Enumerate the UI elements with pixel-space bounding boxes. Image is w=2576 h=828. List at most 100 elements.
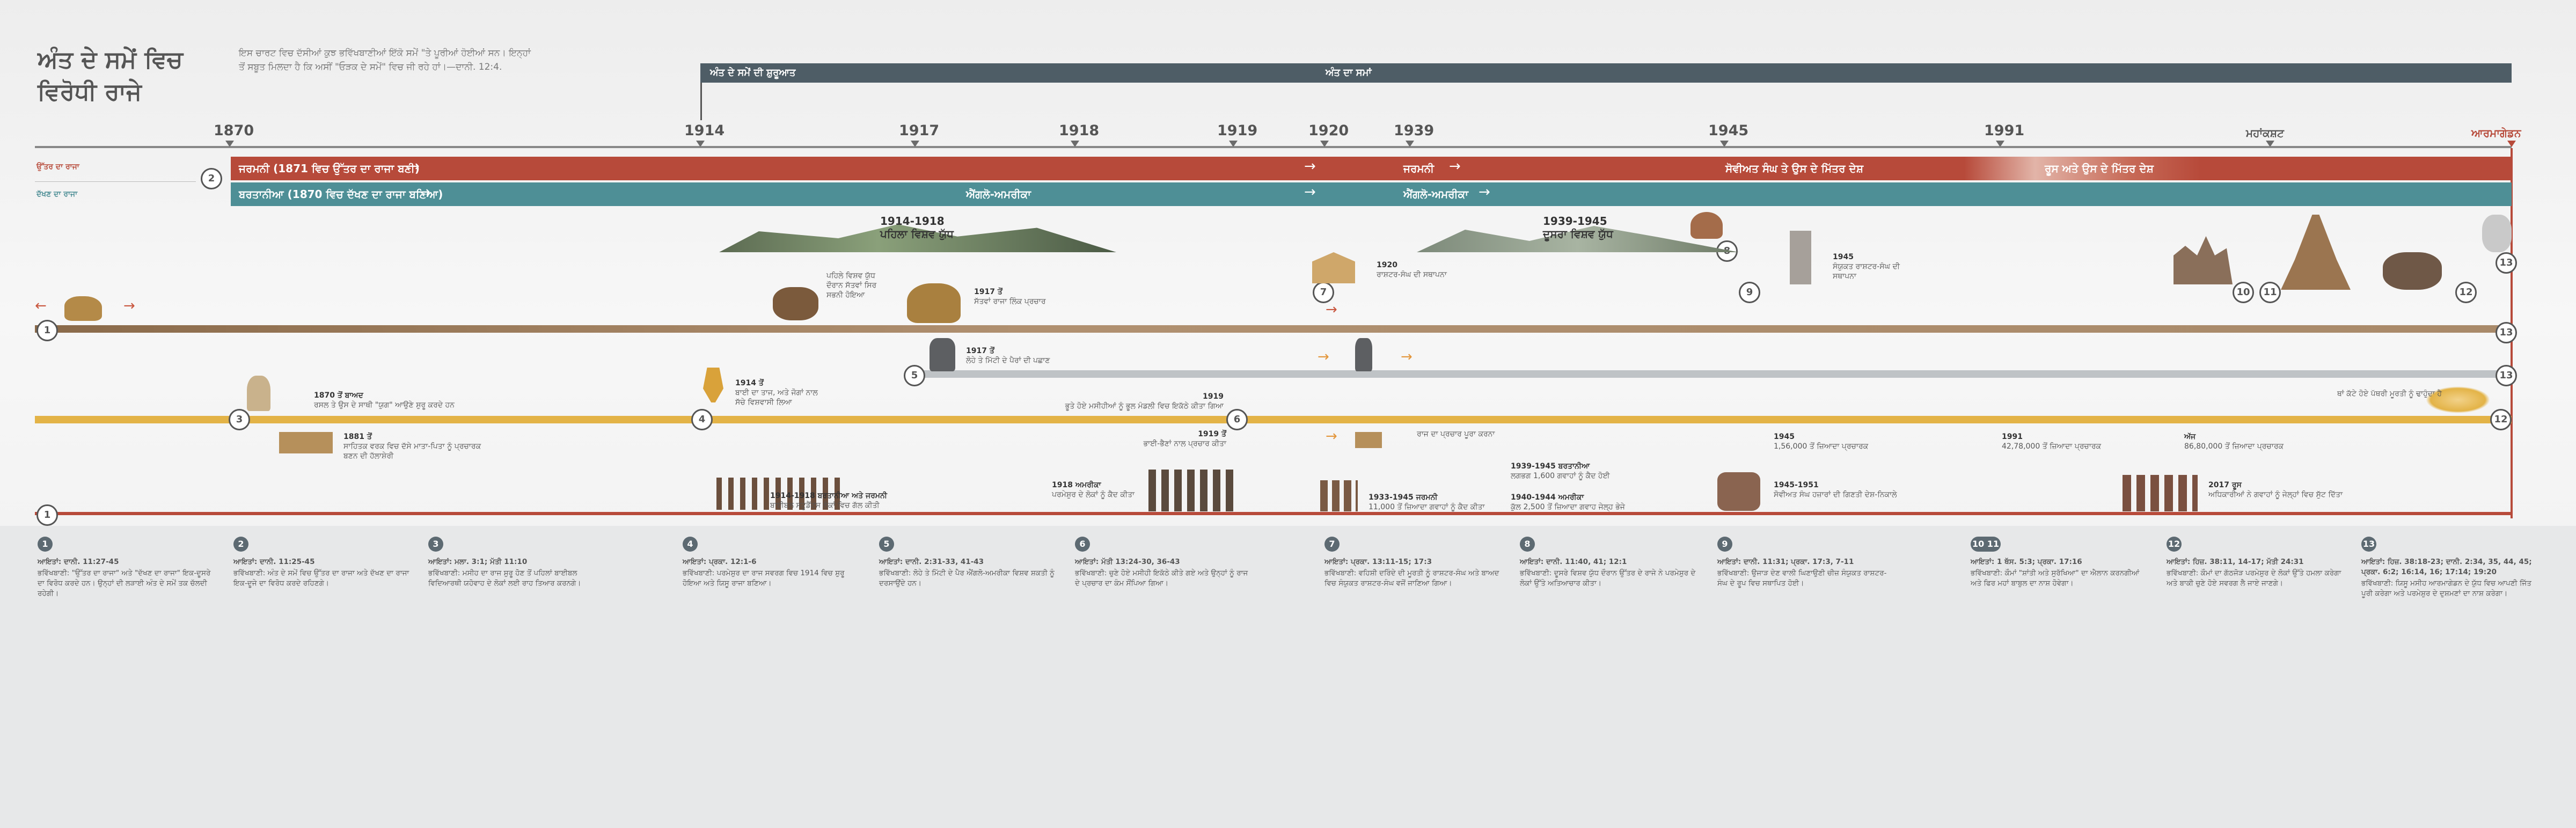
soldier-icon: [1320, 480, 1358, 511]
lane-beasts: [35, 325, 2512, 333]
event-1917-text: ਸੱਤਵਾਂ ਰਾਜਾ ਲਿੰਕ ਪ੍ਰਚਾਰ: [974, 297, 1046, 306]
event-1919b-text: ਭਾਈ-ਭੈਣਾਂ ਨਾਲ ਪ੍ਰਚਾਰ ਕੀਤਾ: [1143, 439, 1226, 448]
north-soviet-label: ਸੋਵੀਅਤ ਸੰਘ ਤੇ ਉਸ ਦੇ ਮਿੱਤਰ ਦੇਸ਼: [1725, 162, 1864, 175]
horseman-icon: [2383, 252, 2442, 290]
marker-13b[interactable]: 13: [2496, 322, 2517, 343]
event-1933: 1933-1945 ਜਰਮਨੀ11,000 ਤੋਂ ਜ਼ਿਆਦਾ ਗਵਾਹਾਂ …: [1368, 493, 1503, 512]
marker-1[interactable]: 1: [36, 320, 58, 341]
column-number: 4: [683, 537, 698, 552]
column-number: 7: [1324, 537, 1340, 552]
marker-2[interactable]: 2: [201, 168, 222, 189]
marker-13[interactable]: 13: [2496, 252, 2517, 274]
column-fulfilled: ਭਵਿੱਖਬਾਣੀ: ਚੁਣੇ ਹੋਏ ਮਸੀਹੀ ਇਕੱਠੇ ਕੀਤੇ ਗਏ …: [1075, 569, 1248, 588]
lion-icon: [907, 283, 961, 323]
lane-feet: [912, 370, 2512, 378]
column-number: 8: [1520, 537, 1535, 552]
year-tick: [2507, 141, 2516, 147]
marker-7[interactable]: 7: [1313, 282, 1334, 303]
column-prophecy: ਆਇਤਾਂ: ਦਾਨੀ. 11:27-45: [38, 558, 119, 566]
marker-5[interactable]: 5: [904, 365, 925, 386]
marker-11[interactable]: 11: [2259, 282, 2281, 303]
north-arrow-2: →: [1304, 158, 1316, 174]
event-1870-text: ਰਸਲ ਤੇ ਉਸ ਦੇ ਸਾਥੀ "ਯੁਗ" ਆਉਣੇ ਸ਼ੁਰੂ ਕਰਦੇ …: [314, 401, 455, 409]
north-germany-label: ਜਰਮਨੀ (1871 ਵਿਚ ਉੱਤਰ ਦਾ ਰਾਜਾ ਬਣੀ): [239, 162, 420, 175]
event-now-text: 86,80,000 ਤੋਂ ਜ਼ਿਆਦਾ ਪ੍ਰਚਾਰਕ: [2184, 442, 2284, 451]
event-1919b-year: 1919 ਤੋਂ: [1198, 430, 1226, 438]
lane-arrow-right: →: [123, 298, 135, 314]
south-britain-label: ਬਰਤਾਨੀਆ (1870 ਵਿਚ ਦੱਖਣ ਦਾ ਰਾਜਾ ਬਣਿਆ): [239, 188, 443, 201]
year-label: 1939: [1394, 122, 1435, 139]
event-1945-p-text: 1,56,000 ਤੋਂ ਜ਼ਿਆਦਾ ਪ੍ਰਚਾਰਕ: [1774, 442, 1869, 451]
event-1918-text: ਪਰਮੇਸ਼ੁਰ ਦੇ ਲੋਕਾਂ ਨੂੰ ਕੈਦ ਕੀਤਾ: [1052, 490, 1135, 499]
column-fulfilled: ਭਵਿੱਖਬਾਣੀ: "ਉੱਤਰ ਦਾ ਰਾਜਾ" ਅਤੇ "ਦੱਖਣ ਦਾ ਰ…: [38, 569, 211, 598]
north-russia-label: ਰੂਸ ਅਤੇ ਉਸ ਦੇ ਮਿੱਤਰ ਦੇਸ਼: [2045, 162, 2154, 175]
column-number: 3: [428, 537, 443, 552]
end-begins-marker: [700, 83, 702, 120]
end-time-bar: ਅੰਤ ਦਾ ਸਮਾਂ: [1326, 63, 2512, 83]
column-fulfilled: ਭਵਿੱਖਬਾਣੀ: ਯਿਸੂ ਮਸੀਹ ਆਰਮਾਗੇਡਨ ਦੇ ਯੁੱਧ ਵਿ…: [2361, 579, 2531, 598]
event-1945-p-year: 1945: [1774, 433, 1795, 441]
marker-13c[interactable]: 13: [2496, 365, 2517, 386]
intro-line-2: ਤੋਂ ਸਬੂਤ ਮਿਲਦਾ ਹੈ ਕਿ ਅਸੀਂ "ਓੜਕ ਦੇ ਸਮੇਂ" …: [239, 62, 502, 72]
event-1933-year: 1933-1945 ਜਰਮਨੀ: [1368, 493, 1438, 502]
event-preach: ਰਾਜ ਦਾ ਪ੍ਰਚਾਰ ਪੂਰਾ ਕਰਨਾ: [1417, 429, 1513, 439]
year-label: 1920: [1308, 122, 1349, 139]
event-preach-text: ਰਾਜ ਦਾ ਪ੍ਰਚਾਰ ਪੂਰਾ ਕਰਨਾ: [1417, 430, 1495, 438]
year-tick: [1406, 141, 1414, 147]
event-1945-un-text: ਸੰਯੁਕਤ ਰਾਸ਼ਟਰ-ਸੰਘ ਦੀ ਸਥਾਪਨਾ: [1833, 262, 1900, 281]
marker-4[interactable]: 4: [691, 409, 713, 430]
event-1940-text: ਕੁੱਲ 2,500 ਤੋਂ ਜ਼ਿਆਦਾ ਗਵਾਹ ਜੇਲ੍ਹ ਭੇਜੇ: [1511, 503, 1625, 511]
event-1919-year: 1919: [1203, 392, 1224, 401]
event-1914: 1914 ਤੋਂਬਾਈ ਦਾ ਤਾਜ, ਅਤੇ ਜੋਗਾਂ ਨਾਲ ਸੱਚੇ ਵ…: [735, 378, 821, 407]
lane-arrow-left: ←: [35, 298, 47, 314]
event-bear-text: ਪਹਿਲੇ ਵਿਸ਼ਵ ਯੁੱਧ ਦੌਰਾਨ ਸੱਤਵਾਂ ਸਿਰ ਸਭਨੀ ਹ…: [826, 272, 877, 299]
column-prophecy: ਆਇਤਾਂ: ਦਾਨੀ. 2:31-33, 41-43: [879, 558, 984, 566]
column-prophecy: ਆਇਤਾਂ: ਹਿਜ਼. 38:11, 14-17; ਮੱਤੀ 24:31: [2167, 558, 2304, 566]
page-title-line1: ਅੰਤ ਦੇ ਸਮੇਂ ਵਿਚ: [38, 46, 183, 74]
column-prophecy: ਆਇਤਾਂ: ਦਾਨੀ. 11:25-45: [233, 558, 315, 566]
year-label: 1945: [1708, 122, 1749, 139]
column-prophecy: ਆਇਤਾਂ: ਦਾਨੀ. 11:31; ਪ੍ਰਕਾ. 17:3, 7-11: [1717, 558, 1854, 566]
marker-12b[interactable]: 12: [2490, 409, 2512, 430]
column-number: 2: [233, 537, 248, 552]
year-tick: [2266, 141, 2274, 147]
marker-1b[interactable]: 1: [36, 504, 58, 526]
marker-3[interactable]: 3: [229, 409, 250, 430]
event-1917-year: 1917 ਤੋਂ: [974, 288, 1002, 296]
event-1917b: 1917 ਤੋਂਲੋਹੇ ਤੇ ਮਿੱਟੀ ਦੇ ਪੈਰਾਂ ਦੀ ਪਛਾਣ: [966, 346, 1106, 365]
year-label: 1870: [214, 122, 254, 139]
intro-text: ਇਸ ਚਾਰਟ ਵਿਚ ਦੱਸੀਆਂ ਕੁਝ ਭਵਿੱਖਬਾਣੀਆਂ ਇੱਕੋ …: [239, 46, 625, 74]
column-fulfilled: ਭਵਿੱਖਬਾਣੀ: ਉਜਾੜ ਦੇਣ ਵਾਲੀ ਘਿਣਾਉਣੀ ਚੀਜ਼ ਸੰ…: [1717, 569, 1887, 588]
building-icon: [1790, 231, 1811, 284]
event-stone-text: ਥਾਂ ਕੱਟੇ ਹੋਏ ਪੱਥਰੀ ਮੂਰਤੀ ਨੂੰ ਢਾਹੁੰਦਾ ਹੈ: [2337, 390, 2442, 398]
year-tick: [1071, 141, 1079, 147]
marker-12[interactable]: 12: [2455, 282, 2477, 303]
event-1945-s-year: 1945-1951: [1774, 481, 1819, 489]
column-number: 13: [2361, 537, 2376, 552]
marker-9[interactable]: 9: [1739, 282, 1760, 303]
column-fulfilled: ਭਵਿੱਖਬਾਣੀ: ਵਹਿਸ਼ੀ ਦਰਿੰਦੇ ਦੀ ਮੂਰਤੀ ਨੂੰ ਰਾ…: [1324, 569, 1499, 588]
event-1881-year: 1881 ਤੋਂ: [343, 433, 372, 441]
marker-6[interactable]: 6: [1226, 409, 1248, 430]
marker-10[interactable]: 10: [2233, 282, 2254, 303]
feet-arrow: →: [1318, 349, 1329, 365]
book-icon: [1355, 432, 1382, 448]
event-1914-1918-year: 1914-1918 ਬਰਤਾਨੀਆ ਅਤੇ ਜਰਮਨੀ: [770, 492, 887, 500]
event-1917: 1917 ਤੋਂਸੱਤਵਾਂ ਰਾਜਾ ਲਿੰਕ ਪ੍ਰਚਾਰ: [974, 287, 1097, 306]
year-tick: [225, 141, 234, 147]
cloud-icon: [2426, 386, 2490, 413]
column-fulfilled: ਭਵਿੱਖਬਾਣੀ: ਕੌਮਾਂ "ਸ਼ਾਂਤੀ ਅਤੇ ਸੁਰੱਖਿਆ" ਦਾ…: [1971, 569, 2140, 588]
column-prophecy: ਆਇਤਾਂ: ਪ੍ਰਕਾ. 12:1-6: [683, 558, 757, 566]
